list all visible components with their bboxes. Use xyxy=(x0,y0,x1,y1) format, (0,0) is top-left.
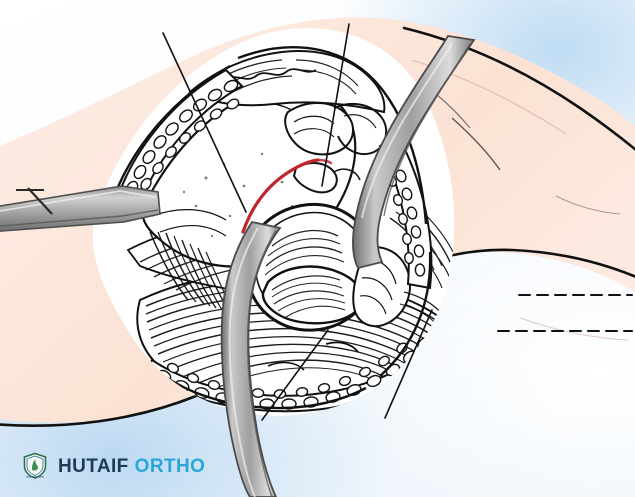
retractor-right[interactable] xyxy=(351,35,476,270)
leader-line-top-left xyxy=(162,32,247,213)
brand-name-secondary: ORTHO xyxy=(134,455,206,477)
joint-capsule xyxy=(245,203,377,332)
leader-lines xyxy=(162,23,633,421)
capsule-hatching xyxy=(264,229,345,276)
leader-line-bottom-right xyxy=(384,309,433,419)
leader-line-bottom-left xyxy=(261,329,329,421)
retractor-left[interactable] xyxy=(0,185,161,232)
brand-name-primary: HUTAIF xyxy=(58,455,129,477)
hatching-fan-left xyxy=(149,231,235,313)
bony-spur xyxy=(292,162,361,194)
shield-emblem-icon xyxy=(23,452,47,479)
radial-head xyxy=(261,265,364,325)
retractor-bottom[interactable] xyxy=(220,220,282,497)
leader-line-top-mid xyxy=(321,23,350,187)
